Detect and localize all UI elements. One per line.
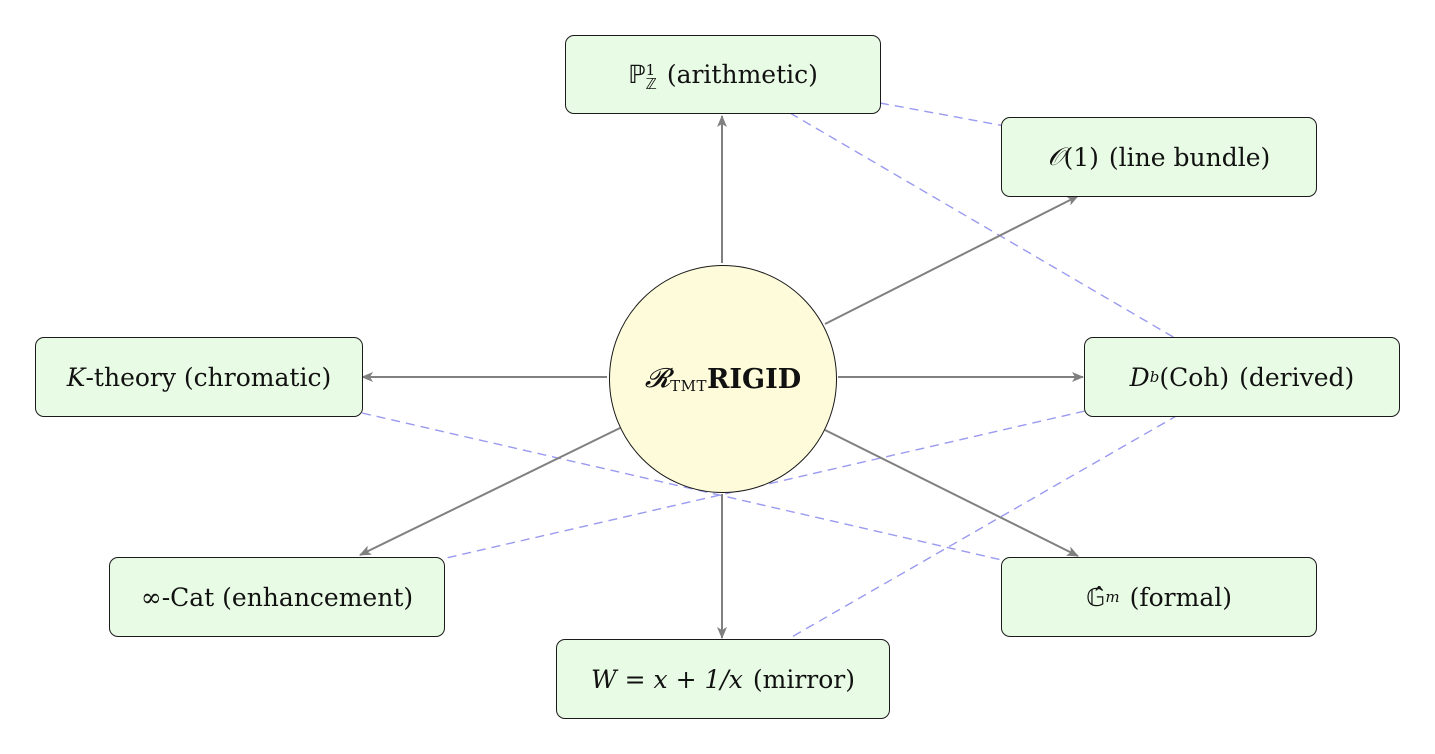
node-arithmetic-sub: ℤ <box>645 74 657 93</box>
node-formal-text: (formal) <box>1129 582 1232 612</box>
node-mirror-formula: W = x + 1/x <box>590 664 743 694</box>
node-infinity-cat-symbol: ∞ <box>140 582 162 612</box>
node-derived-symbol: D <box>1129 362 1150 392</box>
node-derived-sup: b <box>1149 368 1160 386</box>
node-line-bundle-arg: (1) <box>1063 142 1099 172</box>
node-formal-symbol: 𝔾̂ <box>1086 582 1106 612</box>
node-line-bundle[interactable]: 𝒪(1) (line bundle) <box>1001 117 1317 197</box>
dashed-top-to-line-bundle <box>879 102 1006 127</box>
center-script-r: 𝓡 <box>644 363 671 394</box>
node-mirror-text: (mirror) <box>752 664 856 694</box>
node-derived-arg: (Coh) <box>1159 362 1230 392</box>
dashed-derived-to-infinity-cat <box>441 410 1086 560</box>
node-arithmetic-text: (arithmetic) <box>666 60 818 89</box>
node-ktheory[interactable]: K-theory (chromatic) <box>35 337 363 417</box>
node-mirror[interactable]: W = x + 1/x (mirror) <box>556 639 890 719</box>
node-derived-text: (derived) <box>1239 362 1355 392</box>
center-label: RIGID <box>706 363 802 395</box>
arrow-to-line-bundle <box>824 195 1079 325</box>
node-infinity-cat[interactable]: ∞-Cat (enhancement) <box>109 557 445 637</box>
arrow-to-infinity-cat <box>359 427 621 556</box>
dashed-ktheory-to-formal <box>361 412 1003 561</box>
arrow-to-formal <box>824 429 1079 557</box>
node-line-bundle-text: (line bundle) <box>1108 142 1271 172</box>
node-ktheory-text: -theory (chromatic) <box>85 362 332 392</box>
node-formal-sub: m <box>1105 588 1120 606</box>
node-arithmetic-symbol: ℙ <box>628 60 646 89</box>
node-arithmetic-sup: 1 <box>645 60 656 79</box>
node-infinity-cat-text: -Cat (enhancement) <box>161 582 414 612</box>
node-ktheory-symbol: K <box>66 362 86 392</box>
node-line-bundle-symbol: 𝒪 <box>1047 142 1064 171</box>
center-subscript: TMT <box>670 377 707 395</box>
